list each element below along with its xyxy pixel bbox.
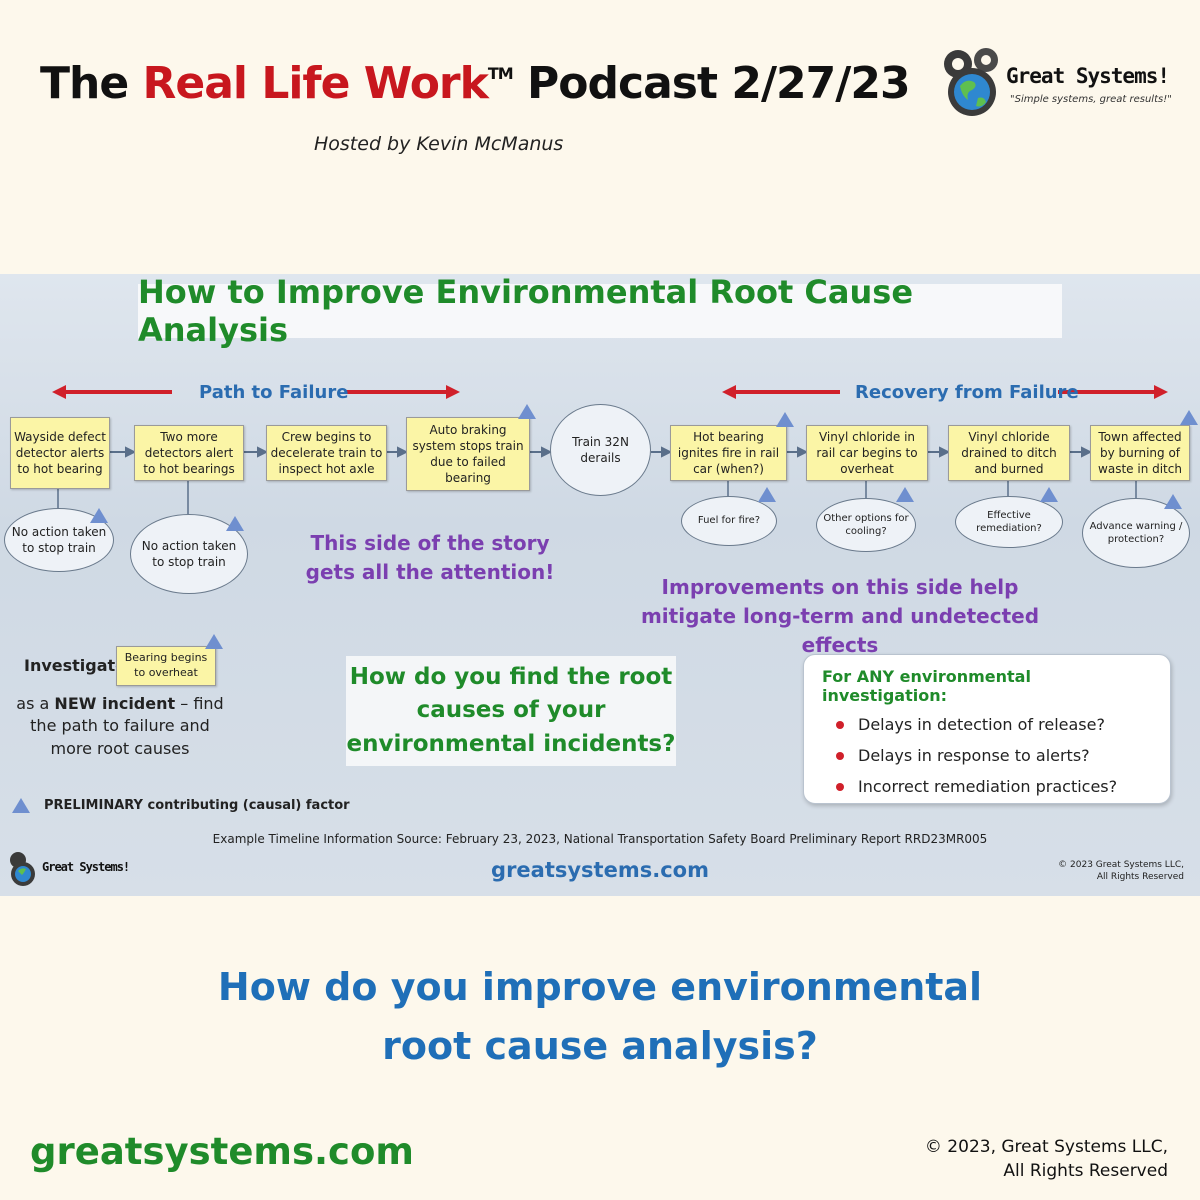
- hosted-by: Hosted by Kevin McManus: [314, 133, 564, 155]
- panel-copyright: © 2023 Great Systems LLC,All Rights Rese…: [1058, 860, 1184, 882]
- factor-triangle-icon: [1040, 487, 1058, 502]
- footer-copyright: © 2023, Great Systems LLC,All Rights Res…: [924, 1137, 1168, 1181]
- factor-triangle-icon: [758, 487, 776, 502]
- any-investigation-box: For ANY environmental investigation: Del…: [803, 654, 1171, 804]
- recovery-oval-2: Other options for cooling?: [816, 498, 916, 552]
- path-left-arrow-icon: [52, 385, 172, 399]
- mini-logo-name: Great Systems!: [42, 860, 130, 874]
- section-arrows: [52, 385, 1168, 399]
- recovery-box-1: Hot bearing ignites fire in rail car (wh…: [670, 425, 787, 481]
- path-box-4: Auto braking system stops train due to f…: [406, 417, 530, 491]
- footer-url-link[interactable]: greatsystems.com: [30, 1130, 414, 1173]
- factor-triangle-icon: [1180, 410, 1198, 425]
- mini-logo: Great Systems!: [6, 848, 136, 888]
- list-item: Delays in response to alerts?: [836, 746, 1152, 765]
- recovery-box-2: Vinyl chloride in rail car begins to ove…: [806, 425, 928, 481]
- recovery-oval-1: Fuel for fire?: [681, 496, 777, 546]
- path-right-arrow-icon: [346, 385, 460, 399]
- bullet-icon: [836, 782, 844, 791]
- panel-title: How to Improve Environmental Root Cause …: [138, 273, 1062, 349]
- any-investigation-title: For ANY environmental investigation:: [822, 667, 1031, 705]
- path-oval-2: No action taken to stop train: [130, 514, 248, 594]
- gear-globe-icon: [10, 852, 35, 886]
- train-derails-oval: Train 32N derails: [550, 404, 651, 496]
- bullet-icon: [836, 751, 844, 760]
- box-oval-connectors: [57, 480, 1137, 514]
- great-systems-logo: Great Systems! "Simple systems, great re…: [938, 42, 1178, 122]
- improvements-callout: Improvements on this side help mitigate …: [640, 575, 1040, 657]
- recovery-box-4: Town affected by burning of waste in dit…: [1090, 425, 1190, 481]
- factor-triangle-icon: [518, 404, 536, 419]
- panel-url-link[interactable]: greatsystems.com: [491, 858, 709, 882]
- recovery-right-arrow-icon: [1058, 385, 1168, 399]
- investigate-description: as a NEW incident – find the path to fai…: [16, 694, 224, 758]
- gear-globe-icon: [944, 48, 998, 116]
- factor-triangle-icon: [226, 516, 244, 531]
- question-box: How do you find the root causes of your …: [346, 656, 676, 766]
- factor-triangle-icon: [896, 487, 914, 502]
- list-item: Delays in detection of release?: [836, 715, 1152, 734]
- factor-triangle-icon: [90, 508, 108, 523]
- legend-triangle-icon: [12, 798, 30, 813]
- path-box-2: Two more detectors alert to hot bearings: [134, 425, 244, 481]
- path-box-1: Wayside defect detector alerts to hot be…: [10, 417, 110, 489]
- recovery-oval-3: Effective remediation?: [955, 496, 1063, 548]
- recovery-box-3: Vinyl chloride drained to ditch and burn…: [948, 425, 1070, 481]
- recovery-oval-4: Advance warning / protection?: [1082, 498, 1190, 568]
- logo-tagline: "Simple systems, great results!": [1010, 94, 1172, 105]
- factor-triangle-icon: [776, 412, 794, 427]
- attention-callout: This side of the story gets all the atte…: [305, 531, 555, 584]
- list-item: Incorrect remediation practices?: [836, 777, 1152, 796]
- recovery-left-arrow-icon: [722, 385, 840, 399]
- source-note: Example Timeline Information Source: Feb…: [212, 832, 988, 846]
- logo-name: Great Systems!: [1006, 64, 1170, 88]
- path-box-3: Crew begins to decelerate train to inspe…: [266, 425, 387, 481]
- path-to-failure-label: Path to Failure: [199, 382, 349, 403]
- recovery-from-failure-label: Recovery from Failure: [855, 382, 1079, 403]
- factor-triangle-icon: [1164, 494, 1182, 509]
- investigate-box: Bearing begins to overheat: [116, 646, 216, 686]
- podcast-title: The Real Life WorkTM Podcast 2/27/23: [40, 58, 911, 109]
- investigate-label: Investigate: [24, 656, 127, 675]
- bullet-icon: [836, 720, 844, 729]
- flow-arrows: [110, 446, 1093, 458]
- factor-triangle-icon: [205, 634, 223, 649]
- legend-text: PRELIMINARY contributing (causal) factor: [44, 798, 350, 813]
